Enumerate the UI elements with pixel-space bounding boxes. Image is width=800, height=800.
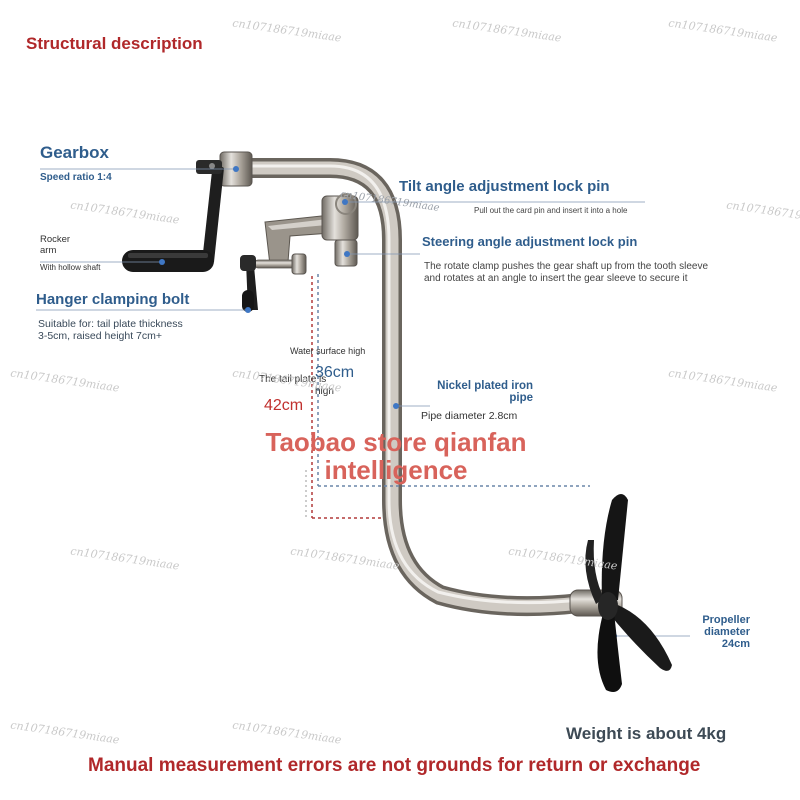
tilt-pin-desc: Pull out the card pin and insert it into… [474, 206, 628, 215]
propeller-line3: 24cm [721, 638, 750, 650]
steering-desc: The rotate clamp pushes the gear shaft u… [424, 261, 708, 285]
tail-plate-label: The tail plate is high [259, 374, 334, 398]
main-tube [230, 158, 590, 617]
water-height-marker [317, 274, 590, 487]
leader-lines [36, 168, 690, 637]
steering-desc-line2: and rotates at an angle to insert the ge… [424, 273, 688, 284]
water-height-value: 36cm [315, 364, 355, 381]
steering-desc-line1: The rotate clamp pushes the gear shaft u… [424, 261, 709, 272]
tail-height-value: 42cm [264, 397, 304, 414]
tilt-pin-label: Tilt angle adjustment lock pin [399, 178, 610, 195]
propeller [569, 494, 672, 692]
store-line1: Taobao store qianfan [265, 427, 527, 457]
speed-ratio-label: Speed ratio 1:4 [40, 172, 112, 183]
hanger-desc: Suitable for: tail plate thickness 3-5cm… [38, 318, 183, 342]
pipe-diameter-label: Pipe diameter 2.8cm [421, 410, 518, 422]
gearbox-label: Gearbox [40, 143, 109, 162]
tail-plate-line2: high [315, 386, 334, 397]
tail-plate-line1: The tail plate is [259, 374, 327, 385]
return-policy-notice: Manual measurement errors are not ground… [88, 755, 701, 776]
hanger-desc-line1: Suitable for: tail plate thickness [38, 318, 183, 330]
hanger-bolt-label: Hanger clamping bolt [36, 291, 190, 308]
nickel-line2: pipe [509, 392, 533, 404]
propeller-line2: diameter [704, 626, 750, 638]
nickel-line1: Nickel plated iron [437, 380, 533, 392]
rocker-arm-line1: Rocker [40, 234, 71, 245]
hanger-desc-line2: 3-5cm, raised height 7cm+ [38, 330, 163, 342]
tail-height-marker [311, 276, 384, 519]
steering-pin-label: Steering angle adjustment lock pin [422, 234, 638, 249]
nickel-pipe-label: Nickel plated iron pipe [430, 380, 533, 404]
weight-label: Weight is about 4kg [566, 724, 727, 743]
crank-arm [122, 160, 224, 272]
hollow-shaft-label: With hollow shaft [40, 263, 101, 272]
water-surface-label: Water surface high [290, 346, 366, 356]
page-title: Structural description [26, 34, 203, 53]
rocker-arm-line2: arm [40, 245, 57, 256]
propeller-line1: Propeller [702, 614, 750, 626]
propeller-label: Propeller diameter 24cm [680, 614, 750, 650]
rocker-arm-label: Rocker arm [40, 234, 70, 256]
store-watermark-text: Taobao store qianfan intelligence [228, 428, 564, 484]
transom-clamp [240, 193, 359, 312]
store-line2: intelligence [324, 455, 468, 485]
